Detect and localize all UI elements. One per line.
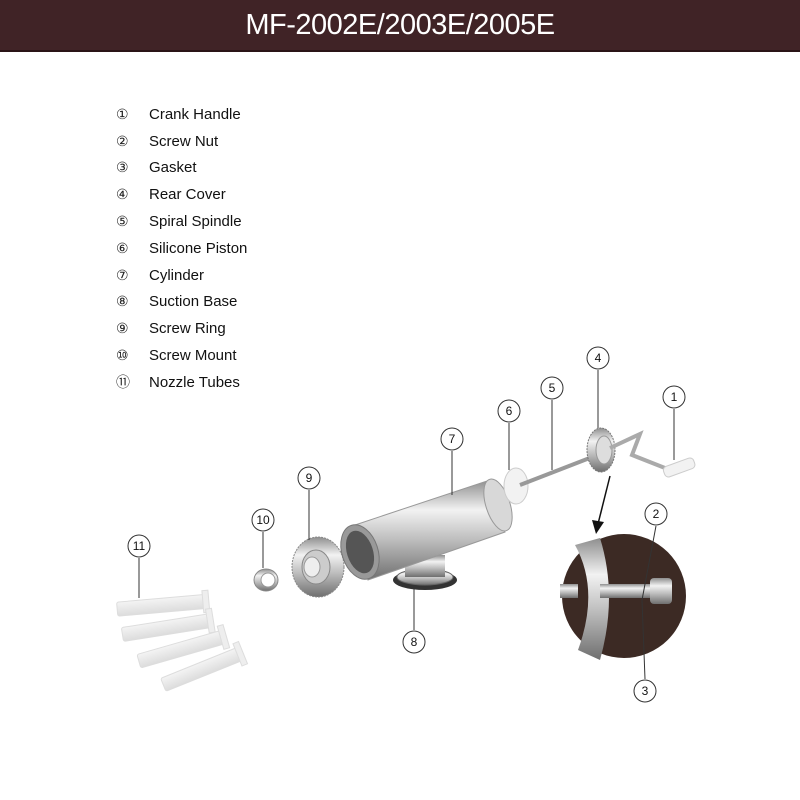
svg-text:4: 4 (595, 351, 602, 365)
legend-label: Cylinder (149, 266, 205, 284)
legend-label: Crank Handle (149, 105, 241, 123)
parts-legend: ① Crank Handle ② Screw Nut ③ Gasket ④ Rear C… (116, 101, 247, 396)
legend-number: ⑦ (116, 266, 129, 283)
screw-ring (291, 536, 345, 598)
legend-item: ④ Rear Cover (116, 181, 247, 208)
leader-lines (138, 370, 675, 680)
cylinder (340, 478, 513, 590)
legend-item: ② Screw Nut (116, 128, 247, 155)
callout-8: 8 (402, 630, 426, 654)
legend-item: ⑪ Nozzle Tubes (116, 369, 247, 396)
svg-text:6: 6 (506, 404, 513, 418)
svg-text:7: 7 (449, 432, 456, 446)
page-title: MF-2002E/2003E/2005E (245, 8, 555, 41)
legend-item: ① Crank Handle (116, 101, 247, 128)
legend-number: ⑤ (116, 213, 129, 230)
callout-10: 10 (251, 508, 275, 532)
svg-text:10: 10 (256, 513, 270, 527)
rear-cover (586, 427, 616, 473)
svg-text:1: 1 (671, 390, 678, 404)
legend-item: ⑦ Cylinder (116, 262, 247, 289)
screw-mount (253, 568, 279, 592)
svg-text:2: 2 (653, 507, 660, 521)
legend-label: Screw Ring (149, 320, 226, 338)
legend-label: Nozzle Tubes (149, 373, 240, 391)
legend-label: Screw Mount (149, 347, 237, 365)
legend-item: ⑨ Screw Ring (116, 315, 247, 342)
svg-text:11: 11 (133, 539, 146, 553)
legend-label: Gasket (149, 159, 197, 177)
svg-text:3: 3 (642, 684, 649, 698)
callout-3: 3 (633, 679, 657, 703)
legend-number: ⑩ (116, 347, 129, 364)
header-bar: MF-2002E/2003E/2005E (0, 0, 800, 52)
legend-number: ② (116, 132, 129, 149)
legend-label: Spiral Spindle (149, 213, 242, 231)
legend-number: ⑨ (116, 320, 129, 337)
spiral-spindle (519, 452, 601, 487)
legend-item: ⑧ Suction Base (116, 289, 247, 316)
legend-item: ⑥ Silicone Piston (116, 235, 247, 262)
silicone-piston (503, 467, 529, 505)
svg-text:5: 5 (549, 381, 556, 395)
callout-7: 7 (440, 427, 464, 451)
legend-label: Screw Nut (149, 132, 219, 150)
crank-handle (609, 430, 696, 478)
legend-item: ③ Gasket (116, 155, 247, 182)
svg-text:9: 9 (306, 471, 313, 485)
legend-number: ④ (116, 186, 129, 203)
legend-item: ⑤ Spiral Spindle (116, 208, 247, 235)
callout-6: 6 (497, 399, 521, 423)
callout-1: 1 (662, 385, 686, 409)
callout-2: 2 (644, 502, 668, 526)
legend-number: ③ (116, 159, 129, 176)
legend-item: ⑩ Screw Mount (116, 342, 247, 369)
callout-5: 5 (540, 376, 564, 400)
legend-number: ⑪ (116, 374, 130, 391)
callout-4: 4 (586, 346, 610, 370)
svg-text:8: 8 (411, 635, 418, 649)
detail-inset (560, 475, 686, 660)
nozzle-tubes (116, 589, 249, 692)
legend-number: ① (116, 105, 129, 122)
legend-number: ⑧ (116, 293, 129, 310)
callout-9: 9 (297, 466, 321, 490)
legend-number: ⑥ (116, 239, 129, 256)
legend-label: Suction Base (149, 293, 238, 311)
legend-label: Rear Cover (149, 186, 226, 204)
legend-label: Silicone Piston (149, 239, 248, 257)
callout-11: 11 (127, 534, 151, 558)
